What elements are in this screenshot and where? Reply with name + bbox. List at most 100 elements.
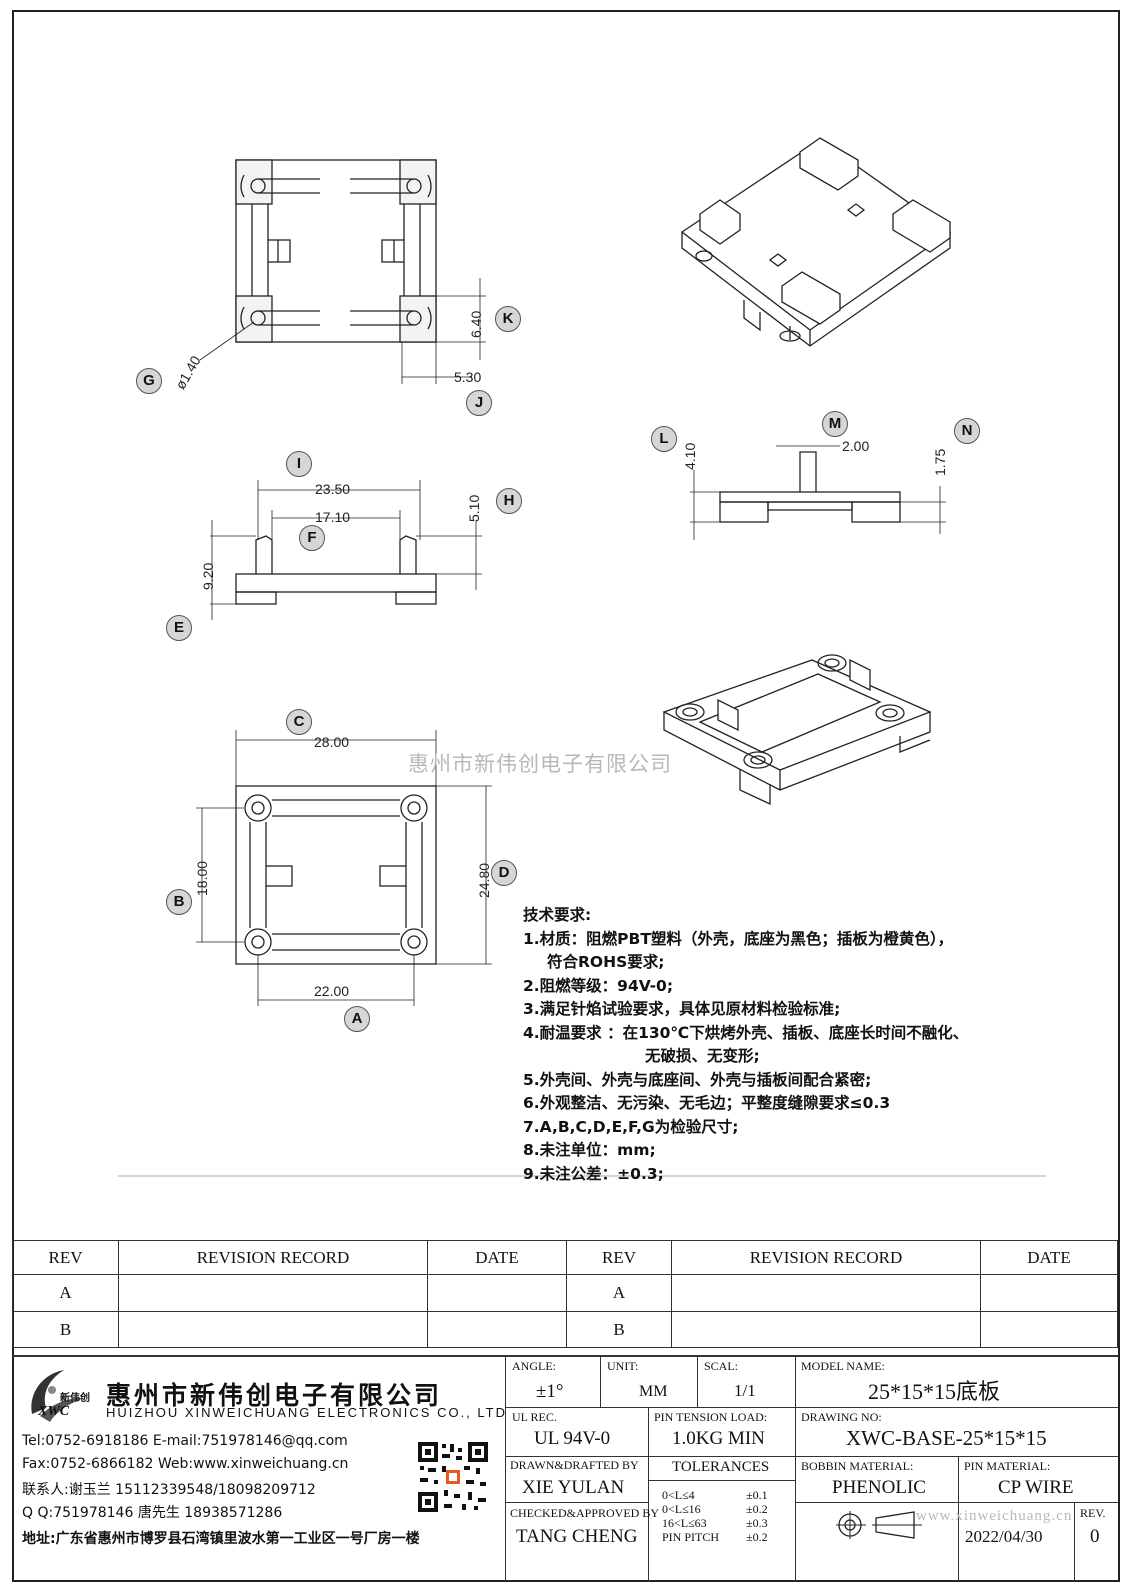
note-4b: 无破损、无变形; [645, 1047, 760, 1065]
bubble-a: A [344, 1006, 370, 1032]
dim-4-10: 4.10 [682, 442, 698, 470]
drawing-frame [12, 10, 1120, 1582]
bubble-n: N [954, 418, 980, 444]
dim-2-00: 2.00 [842, 438, 870, 454]
rev-label: REV. [1080, 1506, 1106, 1520]
note-5: 5.外壳间、外壳与底座间、外壳与插板间配合紧密; [523, 1070, 872, 1089]
bubble-e: E [166, 615, 192, 641]
logo-text: 新伟创 [60, 1393, 90, 1404]
tb-divider [505, 1502, 648, 1503]
bobbin-label: BOBBIN MATERIAL: [801, 1459, 914, 1473]
bubble-m: M [822, 411, 848, 437]
note-8: 8.未注单位：mm; [523, 1141, 656, 1159]
angle-value: ±1° [536, 1381, 564, 1402]
note-9: 9.未注公差：±0.3; [523, 1164, 664, 1183]
dim-22-00: 22.00 [314, 983, 350, 999]
dim-9-20: 9.20 [200, 562, 216, 590]
unit-value: MM [639, 1383, 668, 1400]
record-header: REVISION RECORD [118, 1240, 428, 1275]
tol-2: 0<L≤16 [662, 1502, 701, 1516]
projection-symbol-icon [836, 1511, 922, 1539]
iso-view-top [680, 137, 952, 347]
rev-header-2: REV [566, 1240, 672, 1275]
dim-5-30: 5.30 [454, 369, 482, 385]
pin-tension-value: 1.0KG MIN [672, 1428, 765, 1449]
unit-label: UNIT: [607, 1359, 639, 1373]
model-label: MODEL NAME: [801, 1359, 885, 1373]
company-logo-icon [31, 1370, 84, 1422]
logo-abbr: XWC [38, 1404, 70, 1419]
tb-divider [648, 1480, 795, 1481]
tb-divider [958, 1456, 959, 1582]
bubble-h: H [496, 488, 522, 514]
tb-divider [795, 1357, 796, 1582]
drawing-no: XWC-BASE-25*15*15 [846, 1426, 1047, 1450]
dim-17-10: 17.10 [315, 509, 351, 525]
bubble-l: L [651, 426, 677, 452]
drawing-no-label: DRAWING NO: [801, 1410, 882, 1424]
note-3: 3.满足针焰试验要求，具体见原材料检验标准; [523, 1000, 841, 1018]
ul-label: UL REC. [512, 1410, 557, 1424]
company-name-en: HUIZHOU XINWEICHUANG ELECTRONICS CO., LT… [106, 1405, 508, 1420]
company-name-cn: 惠州市新伟创电子有限公司 [106, 1381, 443, 1410]
tb-divider [795, 1502, 1118, 1503]
rev-row-a-2: A [566, 1274, 672, 1312]
watermark: 惠州市新伟创电子有限公司 [408, 752, 672, 776]
revision-table: REV REVISION RECORD DATE REV REVISION RE… [12, 1240, 1118, 1348]
bubble-g: G [136, 368, 162, 394]
tb-divider [600, 1357, 601, 1407]
pin-tension-label: PIN TENSION LOAD: [654, 1410, 768, 1424]
note-7: 7.A,B,C,D,E,F,G为检验尺寸; [523, 1117, 739, 1136]
angle-label: ANGLE: [512, 1359, 556, 1373]
dim-5-10: 5.10 [466, 494, 482, 522]
bubble-d: D [491, 860, 517, 886]
company-contact-2: Q Q:751978146 唐先生 18938571286 [22, 1505, 283, 1521]
date-header: DATE [427, 1240, 567, 1275]
rev-value: 0 [1090, 1526, 1100, 1547]
company-address: 地址:广东省惠州市博罗县石湾镇里波水第一工业区一号厂房一楼 [22, 1531, 420, 1547]
rev-header: REV [12, 1240, 119, 1275]
bobbin-value: PHENOLIC [832, 1477, 926, 1498]
model-name: 25*15*15底板 [868, 1379, 1001, 1404]
iso-view-bottom [662, 654, 932, 806]
qr-code-icon [416, 1440, 490, 1514]
bubble-k: K [495, 306, 521, 332]
notes-title: 技术要求: [523, 906, 592, 924]
tb-divider [505, 1407, 1118, 1408]
dim-28-00: 28.00 [314, 734, 350, 750]
scale-label: SCAL: [704, 1359, 739, 1373]
dim-24-80: 24.80 [476, 862, 492, 898]
pin-material-value: CP WIRE [998, 1477, 1074, 1498]
tb-divider [1074, 1502, 1075, 1582]
note-4: 4.耐温要求 ：在130℃下烘烤外壳、插板、底座长时间不融化、 [523, 1023, 969, 1042]
bubble-i: I [286, 451, 312, 477]
rev-row-b: B [12, 1311, 119, 1348]
side-view [690, 445, 946, 540]
scale-value: 1/1 [734, 1381, 756, 1400]
note-2: 2.阻燃等级：94V-0; [523, 976, 674, 995]
tol-3: 16<L≤63 [662, 1516, 707, 1530]
bubble-c: C [286, 709, 312, 735]
title-block-top [12, 1355, 1118, 1357]
technical-notes: 技术要求: 1.材质：阻燃PBT塑料（外壳，底座为黑色；插板为橙黄色）， 符合R… [523, 904, 968, 1186]
watermark-url: www.xinweichuang.cn [916, 1508, 1073, 1524]
bottom-view [196, 730, 492, 1006]
front-view [210, 480, 482, 620]
tol-4: PIN PITCH [662, 1530, 720, 1544]
tb-divider [505, 1357, 506, 1582]
date-value: 2022/04/30 [965, 1527, 1043, 1546]
tol-2-value: ±0.2 [746, 1502, 768, 1516]
tb-divider [505, 1456, 1118, 1457]
company-tel: Tel:0752-6918186 E-mail:751978146@qq.com [22, 1433, 348, 1449]
tb-divider [697, 1357, 698, 1407]
drawn-value: XIE YULAN [522, 1477, 625, 1498]
bubble-j: J [466, 390, 492, 416]
dim-18-00: 18.00 [194, 860, 210, 896]
dim-6-40: 6.40 [468, 310, 484, 338]
rev-row-b-2: B [566, 1311, 672, 1348]
company-contact-1: 联系人:谢玉兰 15112339548/18098209712 [22, 1482, 316, 1498]
tol-4-value: ±0.2 [746, 1530, 768, 1544]
note-1: 1.材质：阻燃PBT塑料（外壳，底座为黑色；插板为橙黄色）， [523, 929, 954, 948]
tol-1: 0<L≤4 [662, 1488, 695, 1502]
